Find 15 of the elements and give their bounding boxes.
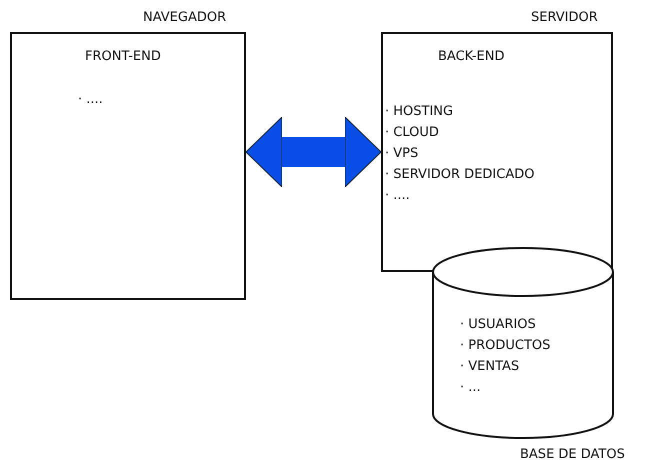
node-title: FRONT-END [85,49,161,65]
list-item: · SERVIDOR DEDICADO [385,167,534,183]
list-item: · PRODUCTOS [460,338,550,354]
list-item: · VPS [385,146,418,162]
node-heading: NAVEGADOR [143,10,226,26]
list-item: · CLOUD [385,125,439,141]
list-item: · .... [385,188,410,204]
list-item: · .... [78,92,103,108]
list-item: · HOSTING [385,104,454,120]
node-heading: SERVIDOR [531,10,598,26]
list-item: · ... [460,380,481,396]
node-heading: BASE DE DATOS [520,447,625,463]
list-item: · USUARIOS [460,317,536,333]
list-item: · VENTAS [460,359,520,375]
node-title: BACK-END [438,49,504,65]
